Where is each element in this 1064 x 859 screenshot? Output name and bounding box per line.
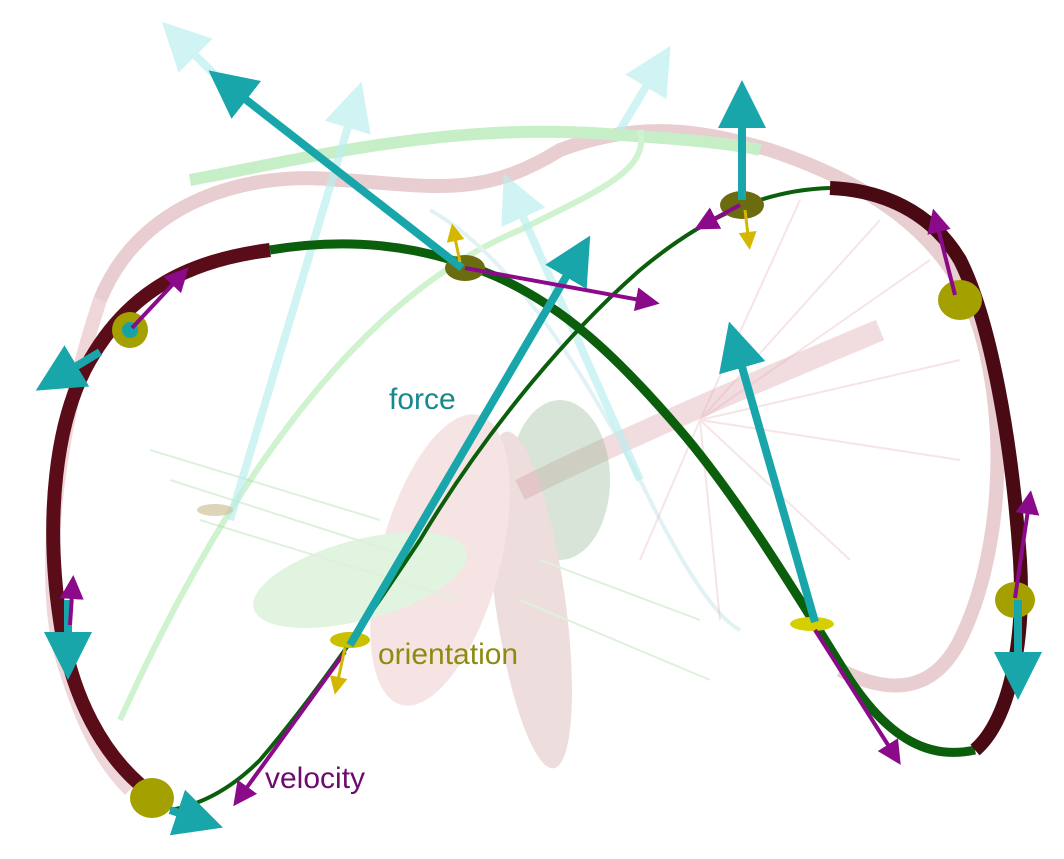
orientation-rings (112, 191, 1035, 818)
orientation-label: orientation (378, 638, 519, 671)
velocity-label: velocity (265, 762, 366, 795)
force-label: force (389, 383, 456, 416)
orientation-arrows (329, 209, 757, 695)
velocity-arrows (59, 203, 1040, 807)
force-arrows (35, 70, 1042, 836)
orientation-fan (149, 199, 961, 769)
